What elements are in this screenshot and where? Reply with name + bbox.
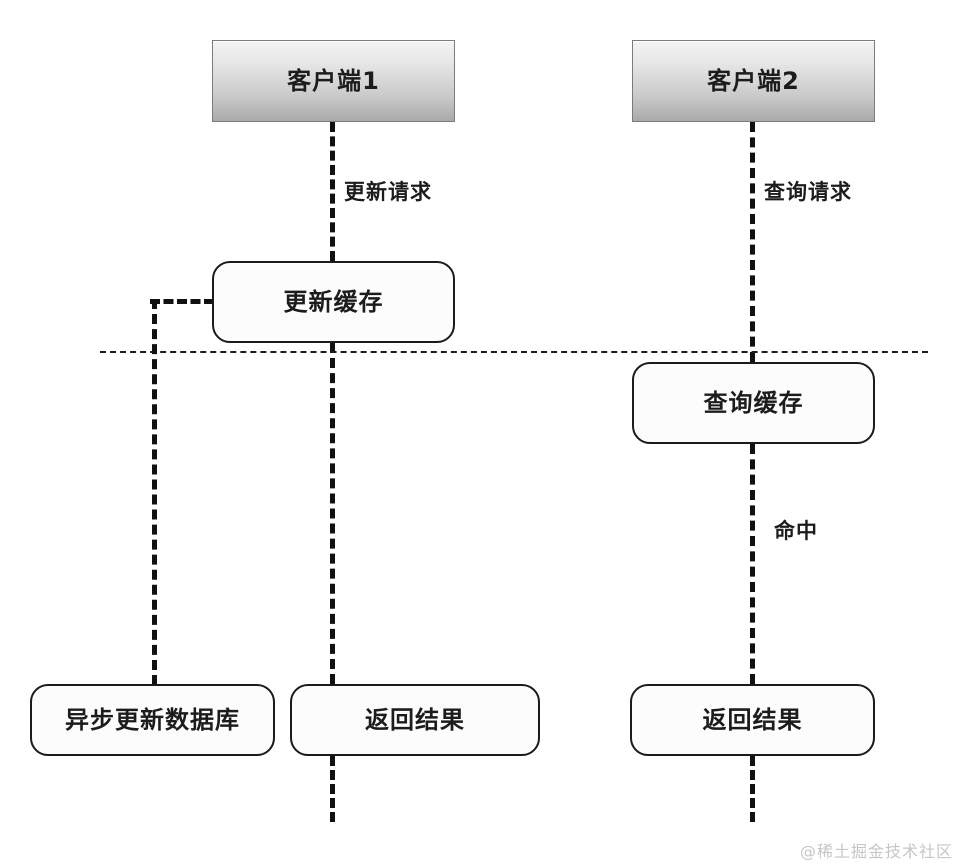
lifeline-client2-segment-top: [750, 122, 755, 362]
node-label-return-result-client1: 返回结果: [365, 706, 465, 734]
actor-label-client1: 客户端1: [287, 67, 380, 95]
node-label-return-result-client2: 返回结果: [702, 706, 803, 734]
node-label-update-cache: 更新缓存: [283, 288, 384, 316]
node-label-async-update-db: 异步更新数据库: [65, 706, 240, 734]
node-return-result-client1[interactable]: 返回结果: [290, 684, 540, 756]
lifeline-client1-segment-top: [330, 122, 335, 261]
watermark: @稀土掘金技术社区: [800, 842, 954, 861]
message-label-query-request: 查询请求: [764, 180, 852, 204]
node-return-result-client2[interactable]: 返回结果: [630, 684, 875, 756]
actor-box-client2: 客户端2: [632, 40, 875, 122]
lifeline-client2-segment-bottom: [750, 756, 755, 822]
node-label-query-cache: 查询缓存: [703, 389, 804, 417]
async-elbow-vertical-connector: [152, 299, 157, 685]
node-async-update-db[interactable]: 异步更新数据库: [30, 684, 275, 756]
lifeline-client2-segment-middle: [750, 444, 755, 684]
actor-box-client1: 客户端1: [212, 40, 455, 122]
message-label-update-request: 更新请求: [344, 180, 432, 204]
async-elbow-horizontal-connector: [150, 299, 214, 304]
lifeline-client1-segment-middle: [330, 343, 335, 684]
cache-layer-divider: [100, 351, 928, 353]
lifeline-client1-segment-bottom: [330, 756, 335, 822]
node-query-cache[interactable]: 查询缓存: [632, 362, 875, 444]
actor-label-client2: 客户端2: [707, 67, 800, 95]
node-update-cache[interactable]: 更新缓存: [212, 261, 455, 343]
message-label-cache-hit: 命中: [774, 519, 818, 543]
